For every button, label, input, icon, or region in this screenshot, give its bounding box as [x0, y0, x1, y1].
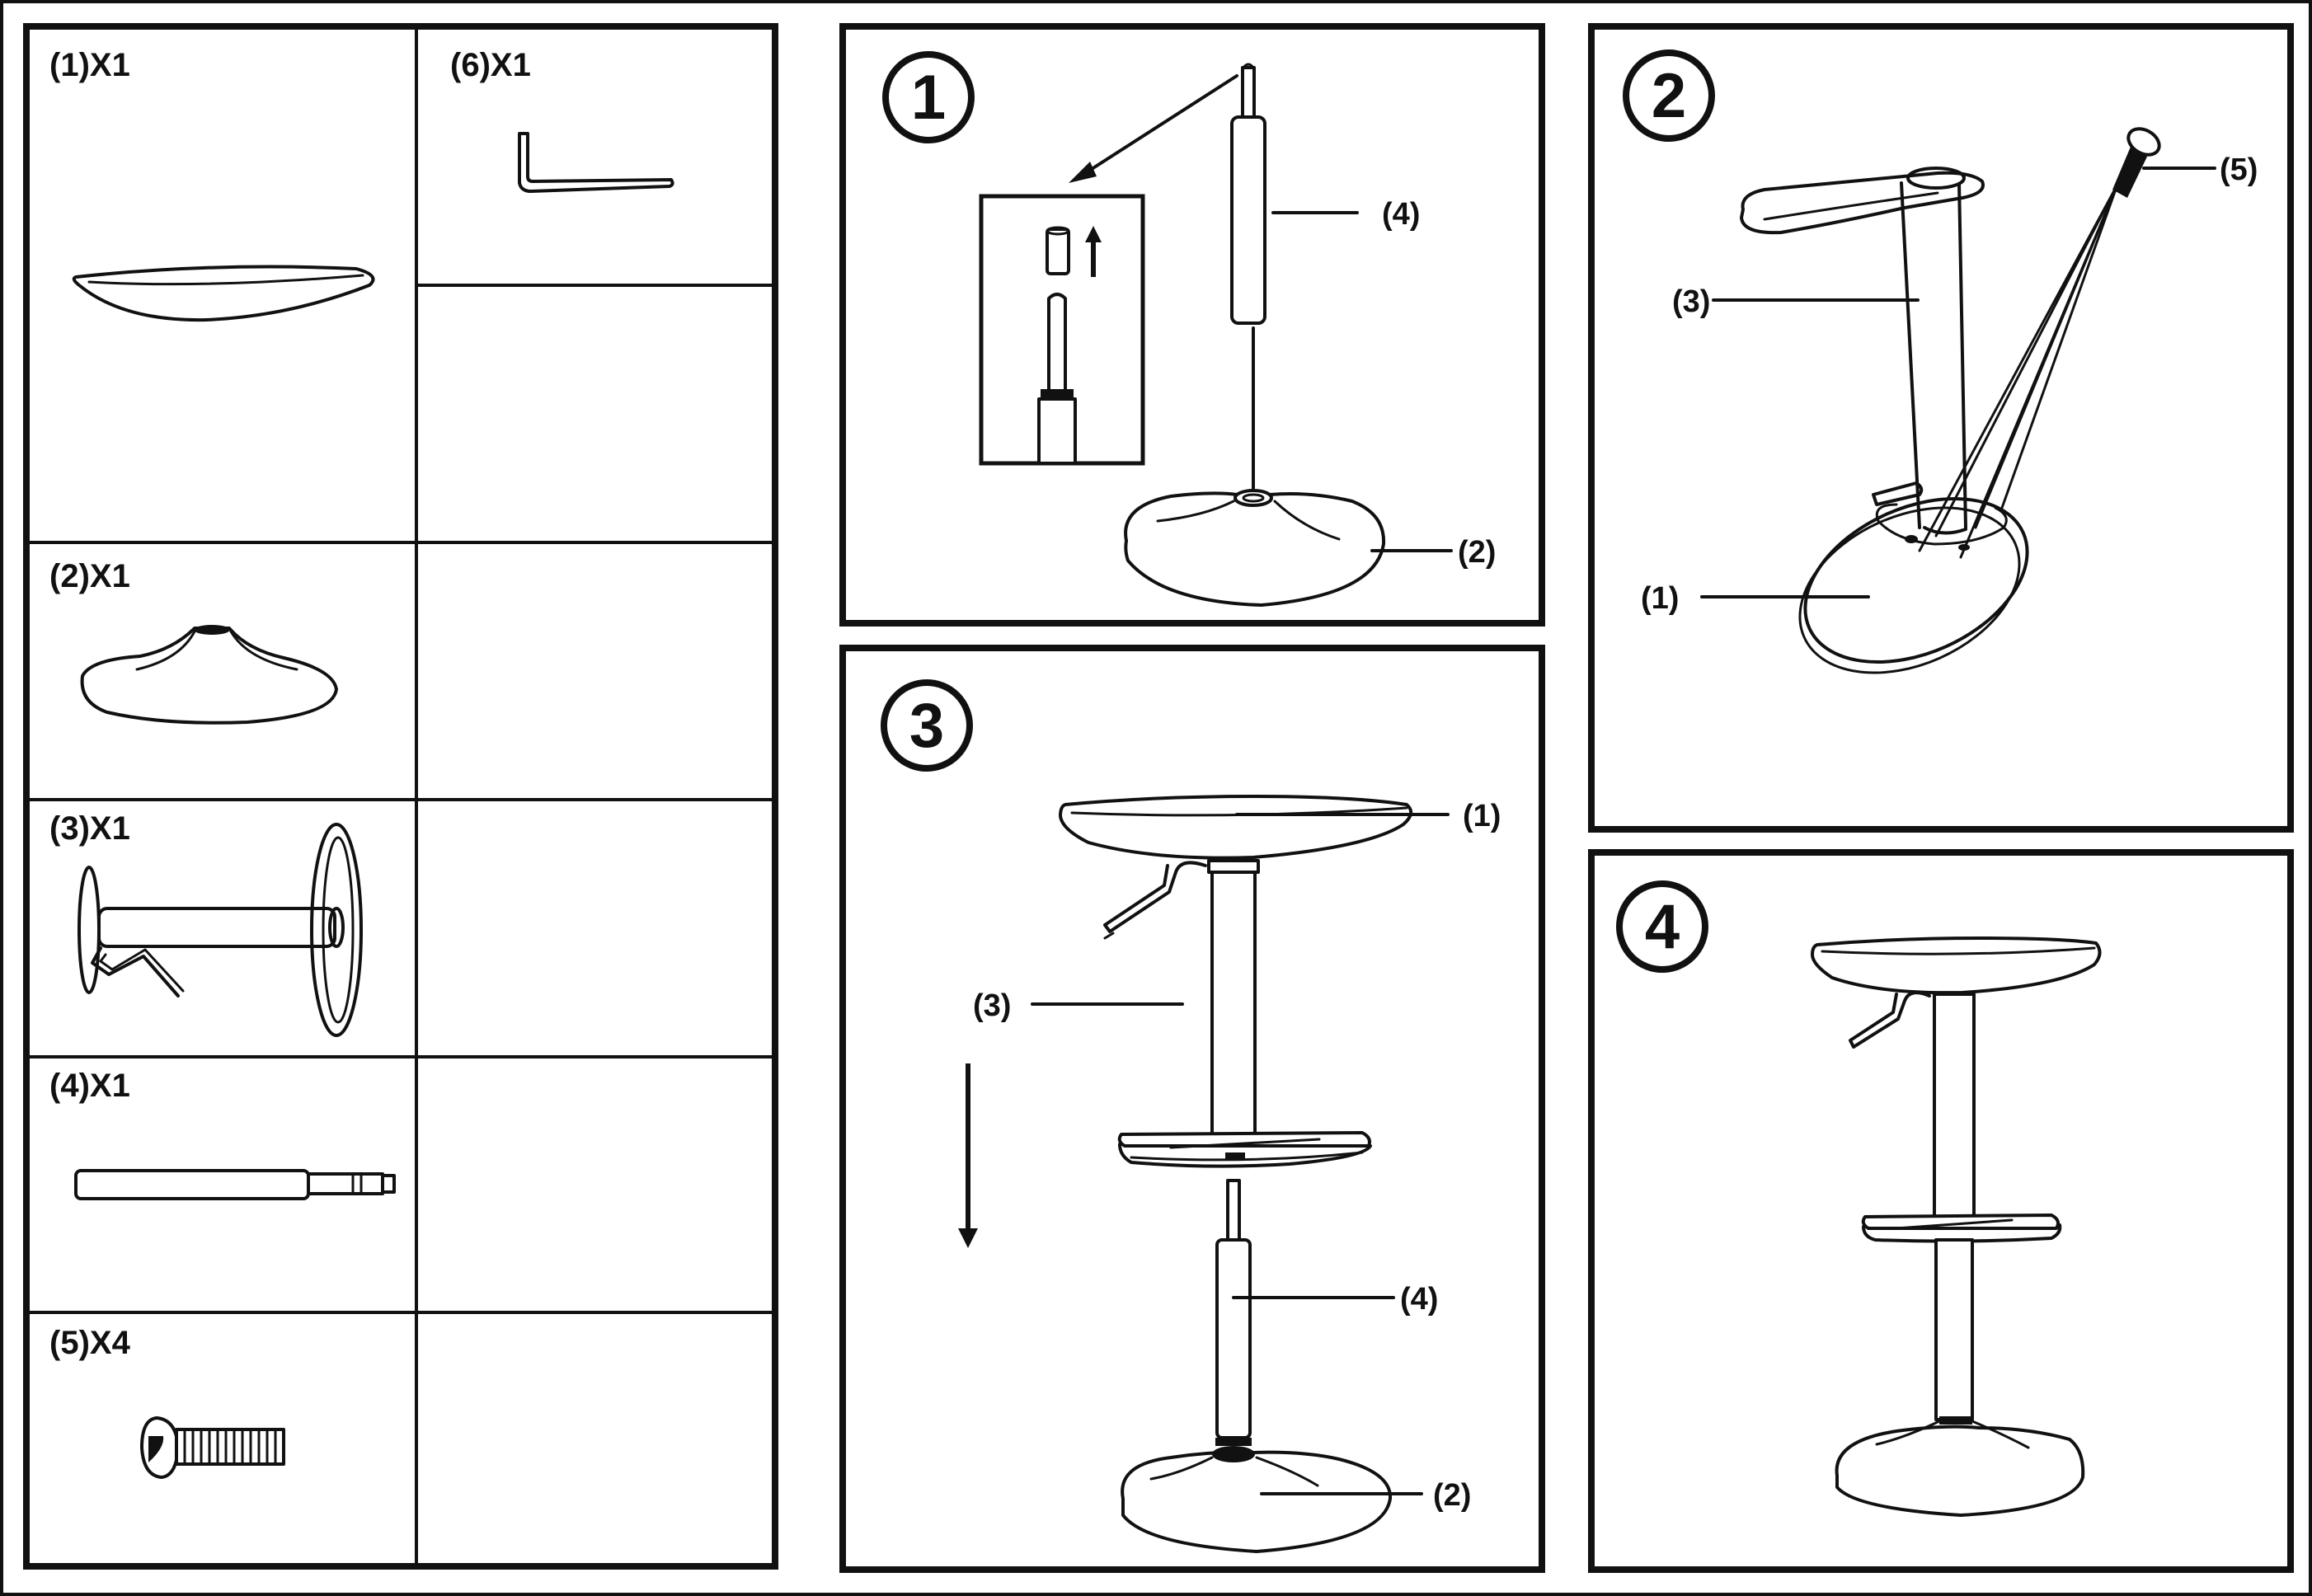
callout-column: (3): [973, 988, 1011, 1023]
part-label-base: (2)X1: [49, 558, 130, 594]
gas-cylinder-figure: [1230, 63, 1266, 495]
stool-lower-figure: [1121, 1179, 1393, 1553]
bolt-icon: [140, 1416, 285, 1479]
seat-underside-figure: [1798, 481, 2029, 674]
step-2-number: 2: [1652, 61, 1686, 131]
callout-gas-cylinder: (4): [1400, 1282, 1438, 1317]
callout-seat: (1): [1641, 581, 1679, 616]
callout-bolt: (5): [2220, 153, 2258, 187]
step-4-panel: 4: [1588, 849, 2294, 1573]
step-1-number: 1: [911, 63, 946, 133]
assembled-stool-figure: [1811, 936, 2102, 1517]
direction-arrow: [958, 1228, 978, 1248]
stool-upper-figure: [1059, 795, 1413, 1168]
part-label-seat: (1)X1: [49, 47, 130, 83]
bolt-figure: [1918, 127, 2161, 559]
callout-seat: (1): [1463, 799, 1501, 833]
direction-arrow: [1078, 74, 1238, 178]
step-1-panel: 1 (4): [839, 23, 1545, 627]
step-4-number: 4: [1645, 892, 1680, 962]
step-3-panel: 3 (1) (3): [839, 645, 1545, 1573]
step-3-number: 3: [909, 691, 944, 761]
callout-gas-cylinder: (4): [1382, 197, 1420, 232]
seat-icon: [72, 265, 375, 322]
part-label-column: (3)X1: [49, 810, 130, 847]
callout-base: (2): [1433, 1478, 1471, 1513]
base-icon: [80, 625, 338, 725]
column-footrest-figure: [1740, 167, 1985, 535]
gas-cylinder-icon: [74, 1169, 396, 1200]
callout-base: (2): [1458, 535, 1496, 570]
part-label-allen-key: (6)X1: [450, 47, 531, 83]
part-label-bolt: (5)X4: [49, 1325, 131, 1361]
base-figure: [1124, 489, 1386, 607]
part-label-gas-cylinder: (4)X1: [49, 1068, 130, 1104]
column-footrest-icon: [78, 823, 363, 1037]
allen-key-icon: [518, 132, 674, 193]
cap-removal-inset: [979, 194, 1145, 466]
step-2-panel: 2 (5): [1588, 23, 2294, 833]
callout-column: (3): [1672, 284, 1710, 319]
parts-list-panel: (1)X1 (6)X1 (2)X1 (3)X1: [23, 23, 778, 1570]
